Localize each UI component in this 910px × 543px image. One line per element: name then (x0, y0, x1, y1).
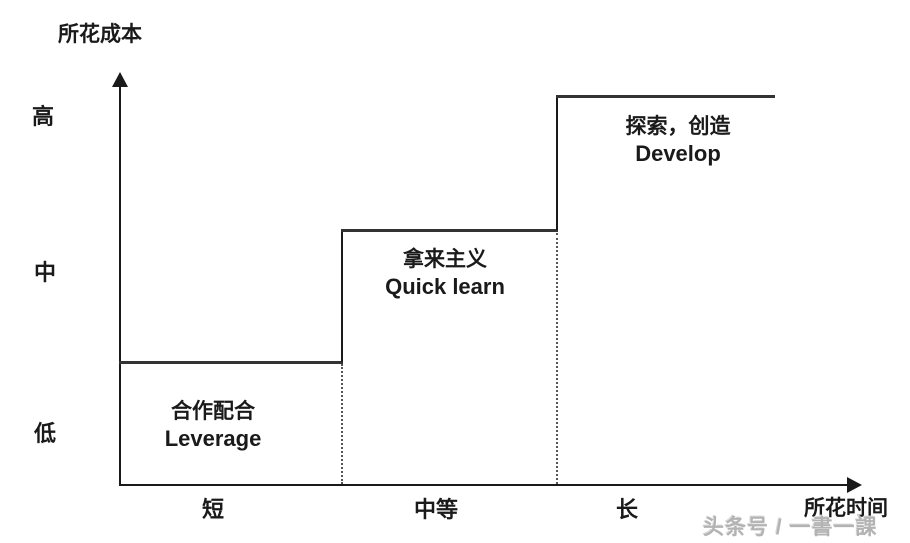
y-tick-high: 高 (32, 104, 55, 129)
y-tick-low: 低 (34, 421, 57, 446)
step-riser-low-to-mid (341, 230, 343, 362)
step-line-mid (341, 229, 558, 232)
step-line-high (556, 95, 775, 98)
x-tick-medium: 中等 (413, 497, 458, 522)
y-tick-medium: 中 (34, 260, 57, 285)
guide-line-medium-long (556, 233, 558, 484)
step-label-quick-learn: 拿来主义 Quick learn (335, 246, 555, 300)
step-label-develop: 探索，创造 Develop (568, 113, 788, 167)
step-label-quick-learn-en: Quick learn (385, 274, 505, 299)
step-label-leverage-zh: 合作配合 (171, 400, 255, 423)
x-tick-short: 短 (201, 497, 224, 522)
guide-line-short-medium (341, 364, 343, 484)
step-riser-mid-to-high (556, 96, 558, 230)
step-label-leverage: 合作配合 Leverage (103, 398, 323, 452)
step-label-quick-learn-zh: 拿来主义 (403, 248, 487, 271)
step-line-low (119, 361, 343, 364)
arrow-up-icon (112, 72, 128, 87)
y-axis-line (119, 86, 121, 486)
step-label-develop-zh: 探索，创造 (625, 115, 731, 138)
x-axis-title: 所花时间 (804, 497, 888, 520)
step-label-leverage-en: Leverage (164, 426, 262, 451)
x-tick-long: 长 (615, 497, 638, 522)
y-axis-title: 所花成本 (58, 23, 142, 46)
step-label-develop-en: Develop (635, 141, 721, 166)
x-axis-line (119, 484, 849, 486)
arrow-right-icon (847, 477, 862, 493)
watermark: 头条号 / 一書一課 (703, 516, 878, 539)
